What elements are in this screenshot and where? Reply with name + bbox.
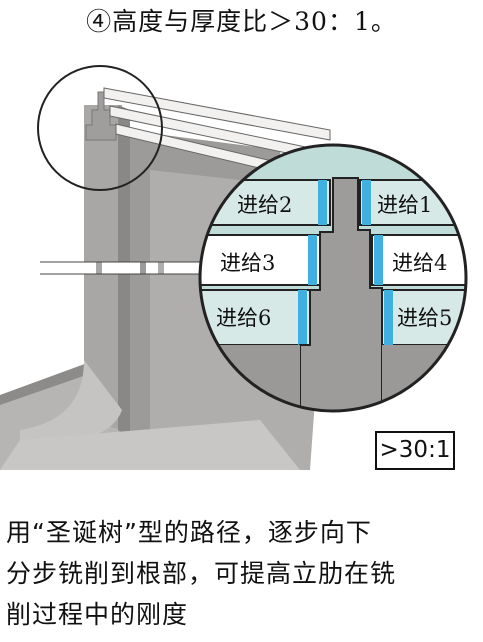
christmas-tree-milling-diagram: 进给2 进给3 进给6 进给1 进给4 进给5 [0,65,468,470]
feed-label-3: 进给3 [220,251,275,275]
caption-line-2: 分步铣削到根部，可提高立肋在铣 [6,559,397,588]
zoom-lens [198,143,468,413]
feed-label-1: 进给1 [377,193,432,217]
caption-line-1: 用“圣诞树”型的路径，逐步向下 [6,518,372,547]
feed-label-5: 进给5 [397,306,452,330]
page-title: ④高度与厚度比＞30：1。 [86,7,397,36]
caption: 用“圣诞树”型的路径，逐步向下 分步铣削到根部，可提高立肋在铣 削过程中的刚度 [6,512,476,635]
root-fillet [20,360,122,450]
feed-label-2: 进给2 [237,193,292,217]
zoom-source-circle [37,65,163,191]
base-edge [0,362,95,405]
ratio-label: >30:1 [375,431,455,470]
feed-label-6: 进给6 [216,306,271,330]
layer-1 [103,87,331,141]
caption-line-3: 削过程中的刚度 [6,600,189,629]
tree-rib [299,177,383,411]
front-slab [0,420,300,470]
feed-label-4: 进给4 [392,251,447,275]
